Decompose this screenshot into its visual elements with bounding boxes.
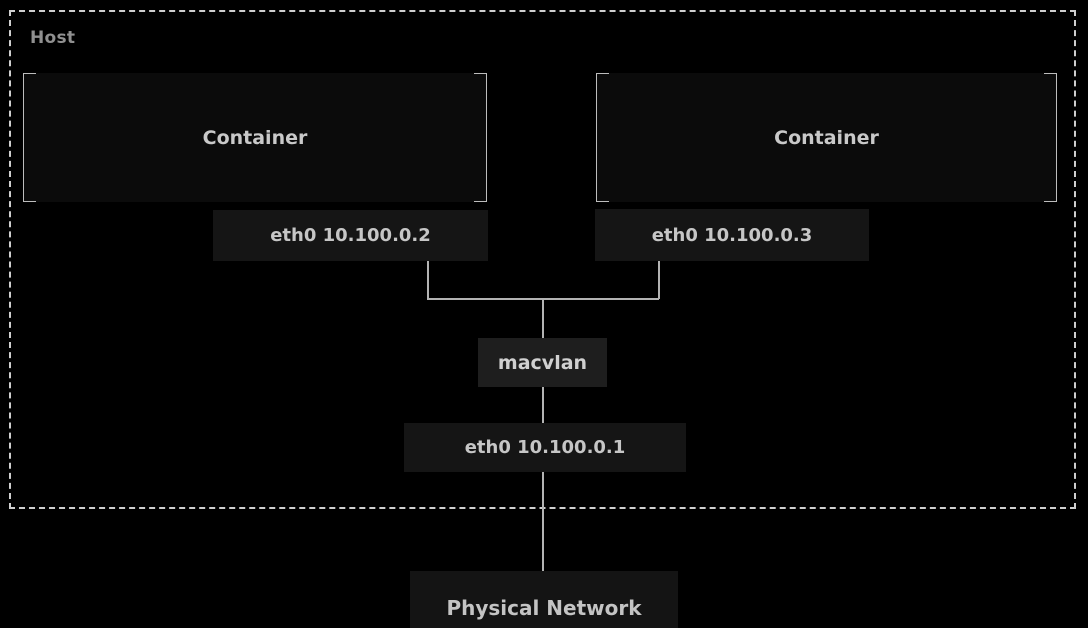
connector-line-left-drop	[427, 261, 429, 299]
physical-network-node: Physical Network	[410, 571, 678, 628]
container-label: Container	[774, 126, 879, 149]
interface-node-eth0-host: eth0 10.100.0.1	[404, 423, 686, 472]
container-node-right: Container	[596, 73, 1057, 202]
connector-line-to-physical-network	[542, 472, 544, 571]
container-node-left: Container	[23, 73, 487, 202]
bracket-right-icon	[1044, 73, 1057, 202]
bracket-left-icon	[596, 73, 609, 202]
interface-node-eth0-right: eth0 10.100.0.3	[595, 209, 869, 261]
connector-line-to-macvlan	[542, 298, 544, 338]
interface-node-eth0-left: eth0 10.100.0.2	[213, 210, 488, 261]
bracket-left-icon	[23, 73, 36, 202]
host-group-label: Host	[30, 28, 76, 48]
container-label: Container	[202, 126, 308, 149]
bracket-right-icon	[474, 73, 487, 202]
macvlan-node: macvlan	[478, 338, 607, 387]
connector-line-right-drop	[658, 261, 660, 299]
connector-line-macvlan-to-eth0	[542, 387, 544, 423]
